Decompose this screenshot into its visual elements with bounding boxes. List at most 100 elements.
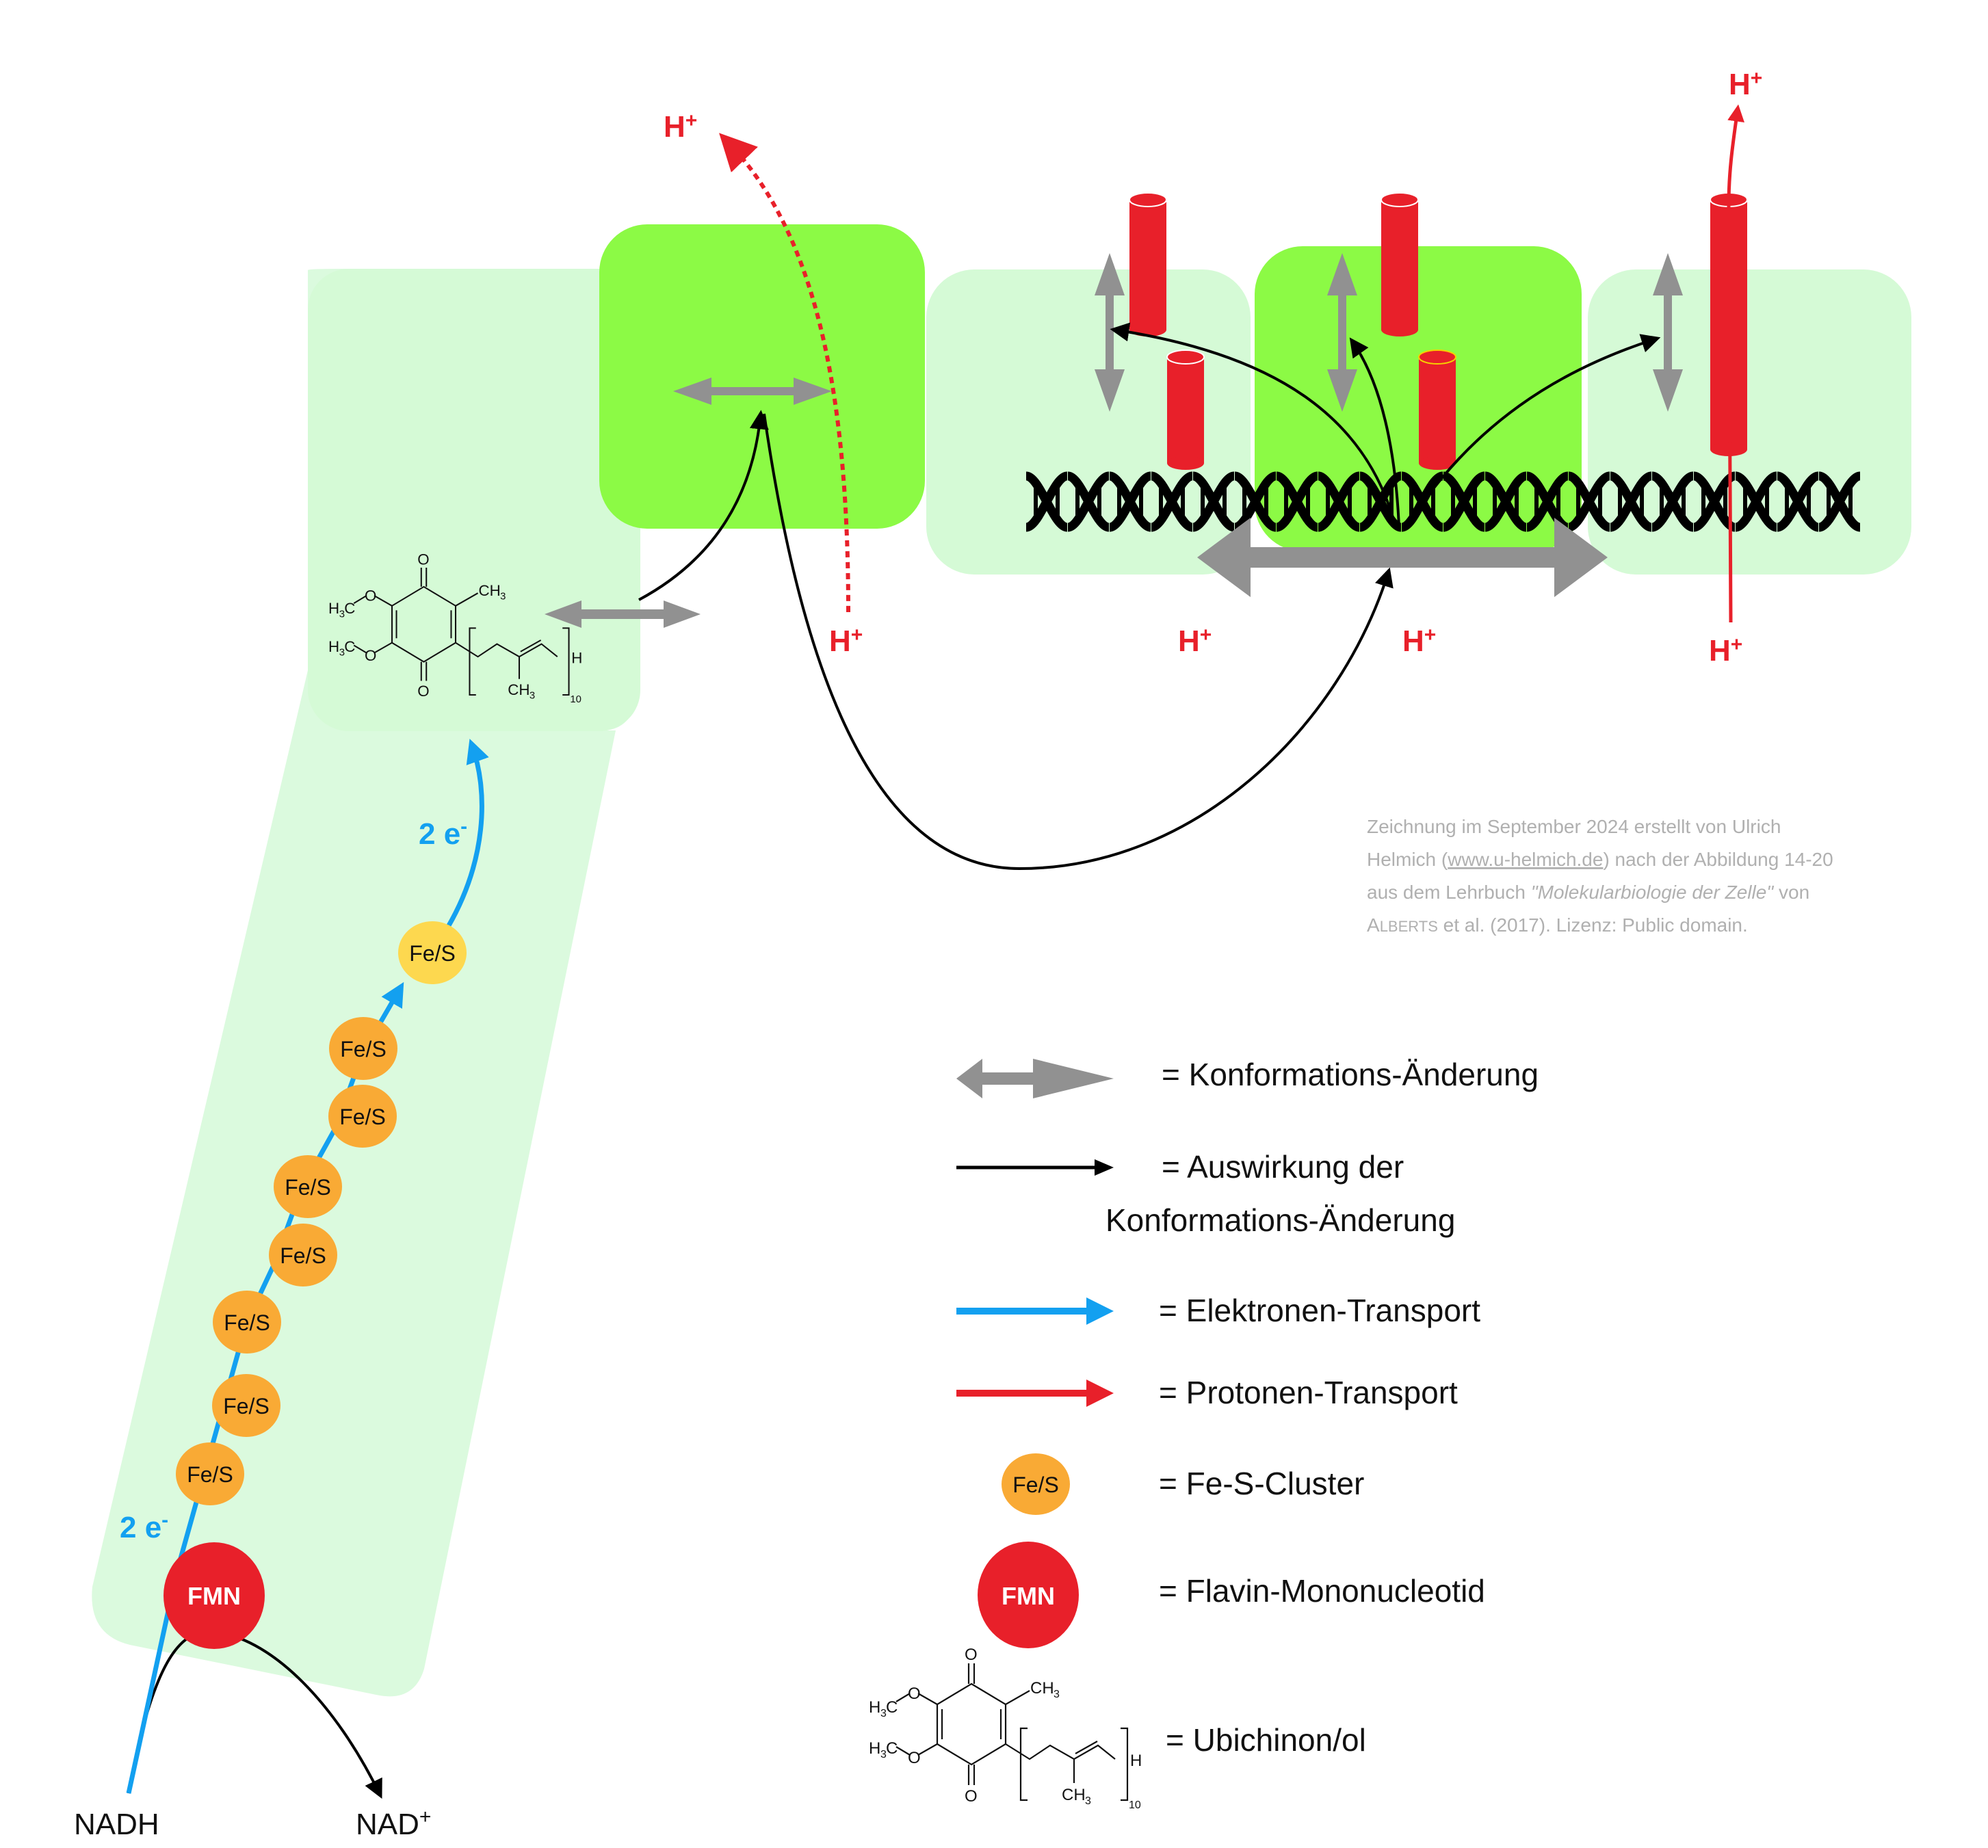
fes-clusters: Fe/SFe/SFe/SFe/SFe/SFe/SFe/SFe/S [176, 921, 467, 1505]
fes-circle [212, 1374, 280, 1437]
legend-item-fmn: FMN = Flavin-Mononucleotid [978, 1542, 1485, 1648]
legend-text-2: Konformations-Änderung [1106, 1202, 1455, 1238]
svg-text:3: 3 [1054, 1689, 1060, 1700]
svg-text:3: 3 [500, 592, 506, 603]
proton-label-bottom-1: H+ [829, 624, 863, 658]
svg-text:O: O [908, 1685, 921, 1703]
fes-circle [398, 921, 467, 984]
svg-text:CH: CH [508, 681, 529, 698]
proton-label-bottom-2: H+ [1178, 624, 1212, 658]
membrane-subunit-box-1 [599, 224, 925, 529]
membrane-subunit-box-4 [1588, 269, 1911, 575]
fes-label: Fe/S [280, 1243, 326, 1268]
membrane-subunit-box-3 [1255, 246, 1582, 551]
legend-text: = Elektronen-Transport [1159, 1293, 1480, 1328]
svg-text:O: O [417, 683, 429, 700]
svg-text:H: H [328, 638, 339, 655]
svg-text:O: O [417, 551, 429, 568]
legend-fes-icon [1002, 1453, 1070, 1515]
credit-text: Zeichnung im September 2024 erstellt von… [1367, 816, 1833, 936]
credit-line-2: Helmich (www.u-helmich.de) nach der Abbi… [1367, 849, 1833, 870]
legend-red-arrow-head [1086, 1380, 1114, 1407]
legend-text: = Konformations-Änderung [1162, 1057, 1539, 1092]
svg-text:O: O [965, 1646, 978, 1664]
conformation-arrow-horizontal-helix [1197, 518, 1608, 597]
nadh-label: NADH [74, 1808, 159, 1841]
legend-item-effect: = Auswirkung der Konformations-Änderung [956, 1149, 1455, 1238]
svg-text:CH: CH [1062, 1786, 1086, 1804]
svg-text:3: 3 [880, 1749, 887, 1760]
svg-text:C: C [344, 638, 355, 655]
conformation-arrow-vertical-2 [1327, 253, 1357, 412]
effect-arrow-to-vertical-3 [1404, 334, 1661, 529]
effect-arrow-to-vertical-2 [1349, 337, 1400, 527]
fes-label: Fe/S [285, 1175, 331, 1200]
fes-circle [213, 1291, 281, 1354]
fes-cluster: Fe/S [176, 1442, 244, 1505]
conformation-arrow-ubiquinone [545, 600, 701, 628]
fes-cluster: Fe/S [274, 1155, 342, 1218]
helix-cylinder [1166, 349, 1205, 470]
fes-label: Fe/S [223, 1394, 270, 1418]
svg-text:C: C [886, 1698, 898, 1717]
svg-text:3: 3 [339, 647, 345, 658]
svg-text:3: 3 [1085, 1795, 1091, 1807]
svg-text:3: 3 [339, 609, 345, 620]
svg-text:H: H [869, 1739, 880, 1758]
fes-circle [274, 1155, 342, 1218]
svg-text:H: H [1130, 1752, 1142, 1770]
electrons-label-bottom: 2 e- [120, 1509, 168, 1544]
legend-text: = Protonen-Transport [1159, 1375, 1458, 1410]
credit-link[interactable]: www.u-helmich.de [1447, 849, 1603, 870]
legend-item-electron: = Elektronen-Transport [956, 1293, 1480, 1328]
fes-label: Fe/S [187, 1462, 233, 1487]
credit-line-4: ALBERTS et al. (2017). Lizenz: Public do… [1367, 914, 1748, 936]
electron-path-to-ubiquinone [445, 739, 489, 928]
legend-text: = Flavin-Mononucleotid [1159, 1573, 1485, 1609]
svg-text:O: O [965, 1787, 978, 1806]
transmembrane-helices [1129, 192, 1748, 470]
svg-text:3: 3 [529, 691, 535, 702]
ubiquinone-pocket [308, 269, 640, 731]
proton-dotted-arrow [719, 133, 850, 613]
credit-line-3: aus dem Lehrbuch "Molekularbiologie der … [1367, 882, 1809, 903]
conformation-arrows [545, 253, 1683, 628]
svg-text:O: O [365, 647, 376, 664]
legend-fes-icon-label: Fe/S [1012, 1473, 1059, 1497]
fes-cluster: Fe/S [269, 1224, 337, 1286]
conformation-arrow-box1 [673, 378, 832, 405]
fes-label: Fe/S [340, 1037, 387, 1061]
effect-arrow-ubiquinone-to-box1 [638, 410, 769, 601]
helix-cylinder [1129, 192, 1167, 336]
svg-text:10: 10 [570, 694, 581, 705]
legend-black-arrow-head [1095, 1159, 1114, 1176]
legend-text: = Fe-S-Cluster [1159, 1466, 1364, 1501]
proton-paths [719, 104, 1744, 623]
svg-text:C: C [886, 1739, 898, 1758]
svg-text:CH: CH [478, 582, 500, 599]
legend-item-conformation: = Konformations-Änderung [956, 1057, 1539, 1098]
svg-text:CH: CH [1030, 1679, 1054, 1698]
svg-text:H: H [571, 650, 582, 667]
fmn-cofactor: FMN [164, 1542, 265, 1649]
fes-cluster: Fe/S [398, 921, 467, 984]
fmn-circle [164, 1542, 265, 1649]
fes-cluster: Fe/S [212, 1374, 280, 1437]
electrons-label-top: 2 e- [419, 815, 467, 851]
nad-label: NAD+ [356, 1806, 431, 1841]
proton-label-bottom-4: H+ [1709, 633, 1742, 668]
fes-circle [328, 1085, 397, 1148]
proton-labels: H+ H+ H+ H+ H+ H+ [664, 67, 1762, 668]
conformation-arrow-vertical-1 [1095, 253, 1125, 412]
helix-cylinder [1418, 349, 1456, 470]
fes-cluster: Fe/S [329, 1017, 397, 1080]
legend-blue-arrow-head [1086, 1297, 1114, 1325]
legend-fmn-icon-label: FMN [1002, 1582, 1055, 1610]
legend-text: = Auswirkung der [1162, 1149, 1404, 1185]
fes-circle [269, 1224, 337, 1286]
legend-item-fes: Fe/S = Fe-S-Cluster [1002, 1453, 1364, 1515]
fes-circle [176, 1442, 244, 1505]
